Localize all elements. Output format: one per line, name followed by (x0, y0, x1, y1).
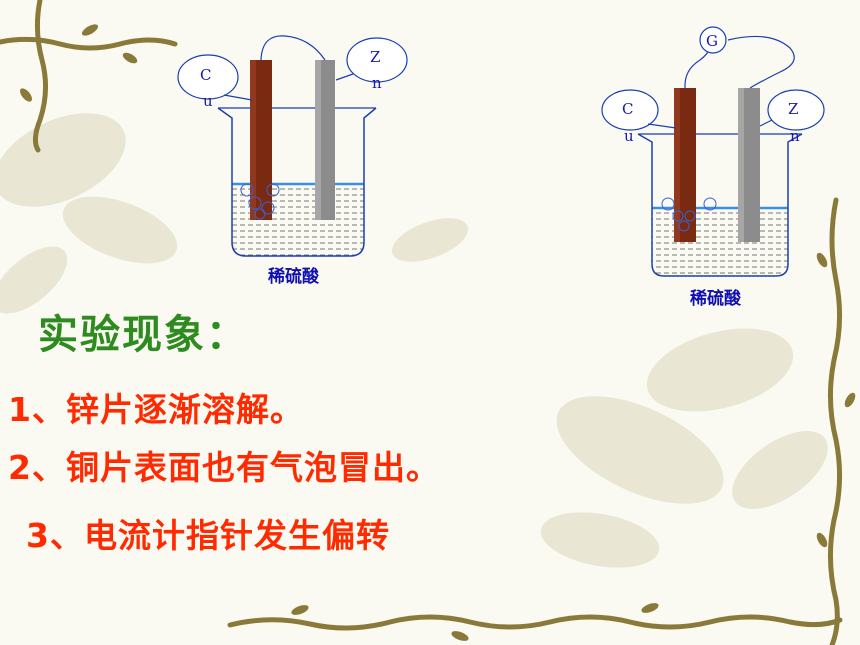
right-zn-label-2: n (790, 127, 800, 145)
right-acid-solution (652, 208, 788, 276)
observation-item-1: 1、锌片逐渐溶解。 (8, 390, 304, 429)
right-wire-cu (684, 47, 711, 89)
left-solution-label: 稀硫酸 (268, 266, 320, 287)
galvanometer-label: G (706, 32, 718, 50)
observations-heading: 实验现象： (38, 312, 248, 358)
left-beaker (217, 107, 377, 257)
right-beaker (637, 133, 803, 277)
right-solution-label: 稀硫酸 (690, 288, 742, 309)
left-wire (260, 35, 326, 61)
galvanometer (699, 26, 727, 54)
left-zn-label-2: n (372, 74, 382, 92)
left-cu-callout (177, 54, 239, 100)
right-zn-callout (767, 89, 825, 131)
right-bubbles (661, 197, 717, 232)
right-cu-label-2: u (624, 127, 634, 145)
right-cu-callout (601, 89, 659, 131)
left-cu-label-2: u (203, 92, 213, 110)
left-zn-callout (346, 37, 408, 83)
left-cu-label-1: C (200, 66, 211, 84)
right-setup: G C u Z n 稀硫酸 (601, 26, 825, 309)
left-bubbles (240, 183, 280, 220)
left-setup: C u Z n 稀硫酸 (177, 35, 408, 287)
right-zn-label-1: Z (788, 100, 798, 118)
left-zn-label-1: Z (370, 48, 380, 66)
observation-item-3: 3、电流计指针发生偏转 (26, 516, 390, 555)
observation-item-2: 2、铜片表面也有气泡冒出。 (8, 448, 440, 487)
right-wire-zn (727, 35, 795, 89)
right-cu-label-1: C (622, 100, 633, 118)
